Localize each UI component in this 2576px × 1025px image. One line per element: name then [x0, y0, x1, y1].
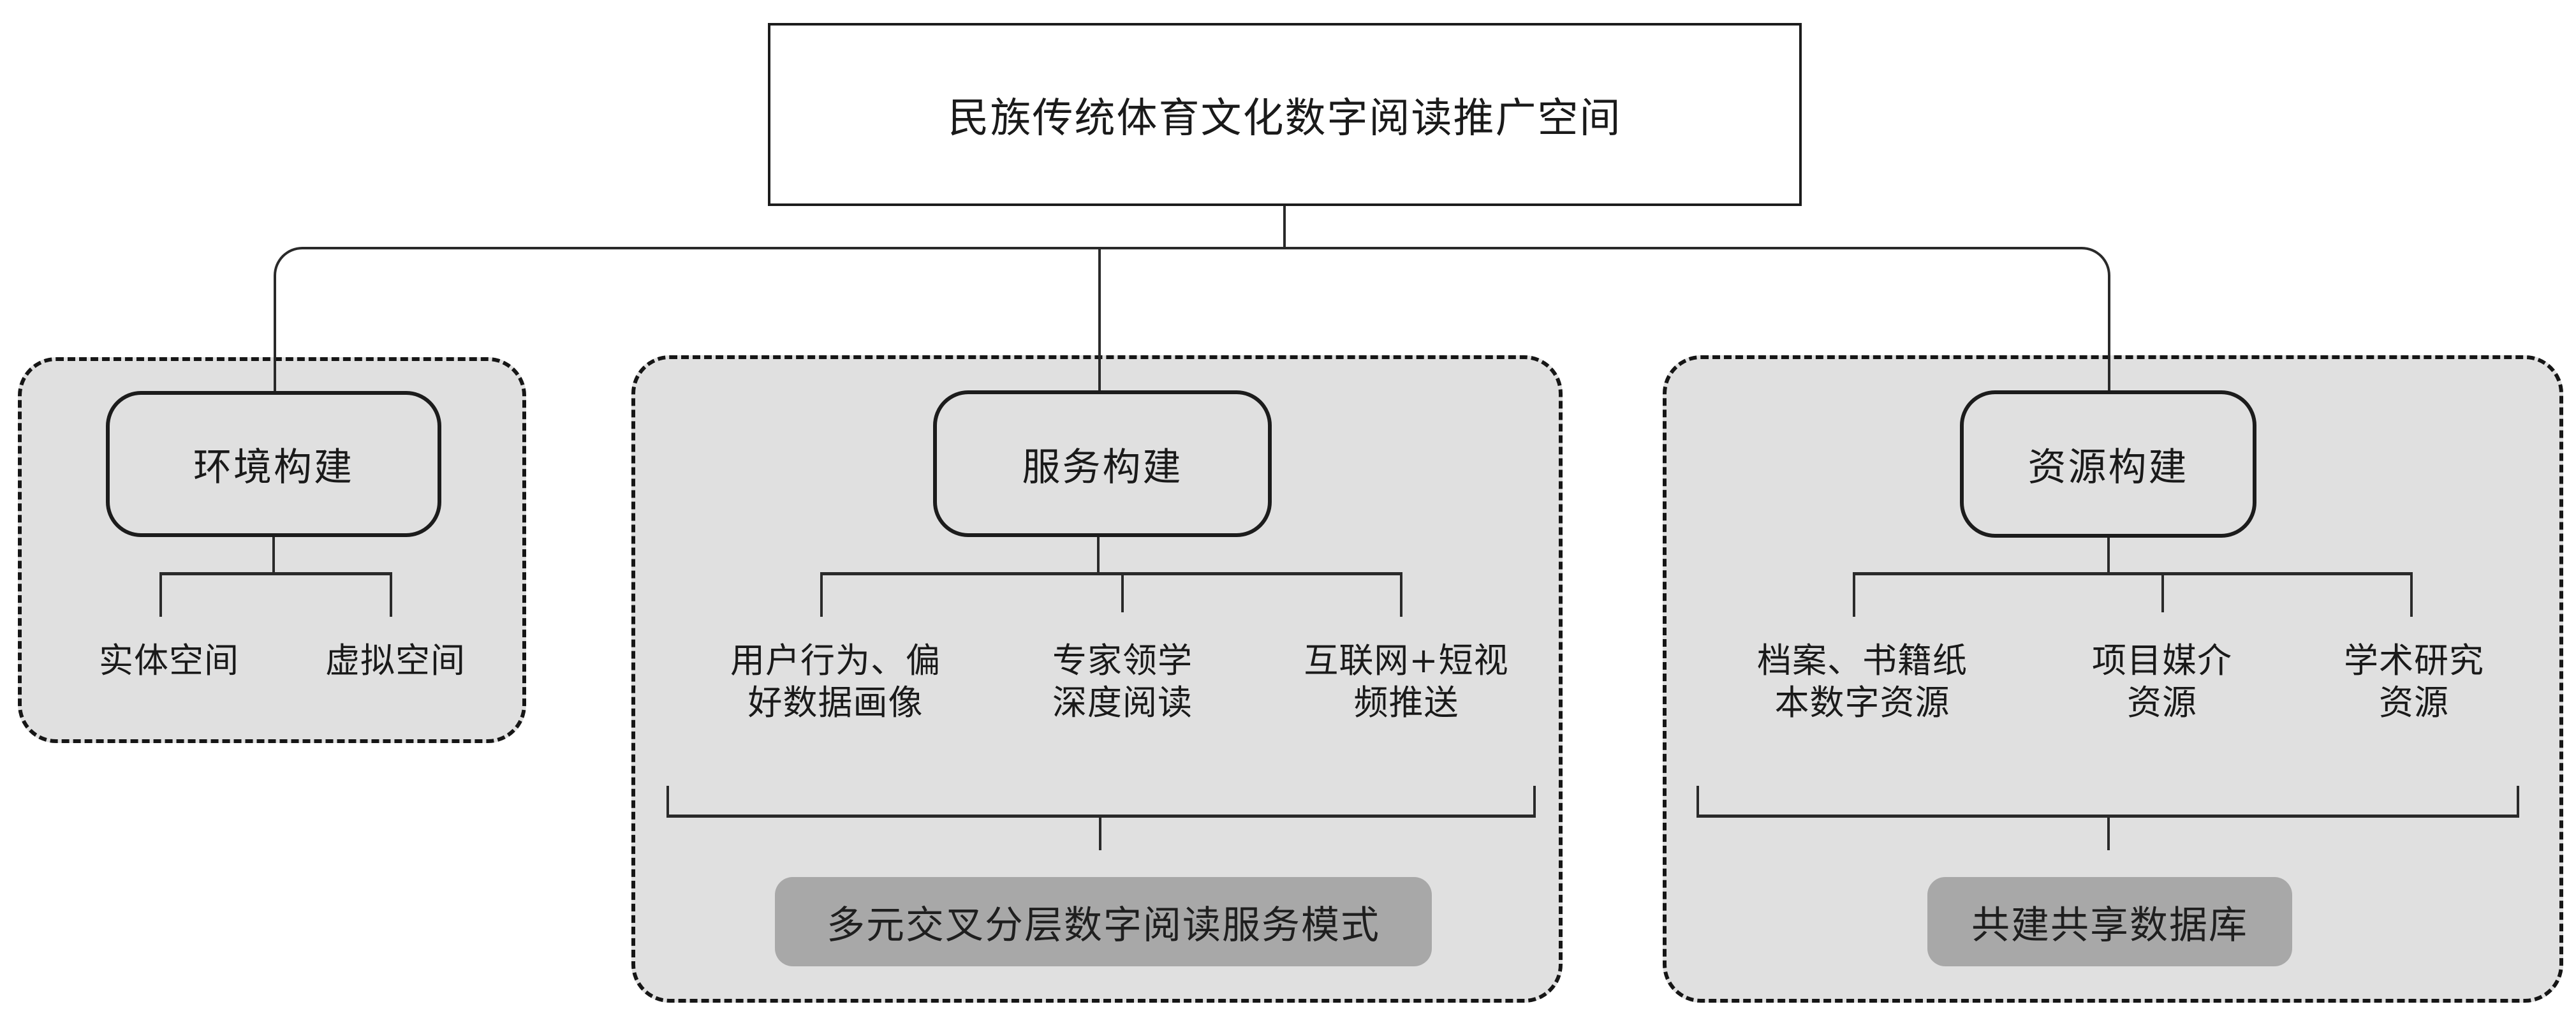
connector-resource-center-drop: [2161, 575, 2164, 612]
root-title-box: 民族传统体育文化数字阅读推广空间: [768, 23, 1802, 206]
leaf-label: 专家领学 深度阅读: [1052, 640, 1193, 723]
leaf-label: 实体空间: [99, 640, 239, 681]
bracket-resource-stem: [2107, 818, 2110, 850]
panel-resource: [1663, 355, 2563, 1003]
summary-label-service: 多元交叉分层数字阅读服务模式: [827, 903, 1380, 948]
leaf-label: 互联网+短视 频推送: [1304, 640, 1509, 723]
bracket-resource: [1696, 786, 2519, 818]
leaf-label: 档案、书籍纸 本数字资源: [1757, 640, 1968, 723]
branch-box-environment: 环境构建: [106, 391, 441, 537]
summary-label-resource: 共建共享数据库: [1971, 903, 2248, 948]
branch-box-service: 服务构建: [933, 390, 1272, 537]
leaf-label: 项目媒介 资源: [2092, 640, 2232, 723]
branch-label-environment: 环境构建: [193, 445, 354, 490]
connector-resource-distributor: [1853, 572, 2413, 617]
branch-label-service: 服务构建: [1022, 445, 1183, 490]
connector-drop-middle: [1098, 247, 1101, 390]
leaf-label: 虚拟空间: [325, 640, 466, 681]
root-title-label: 民族传统体育文化数字阅读推广空间: [948, 94, 1622, 142]
summary-box-service: 多元交叉分层数字阅读服务模式: [775, 877, 1432, 966]
connector-service-stem: [1097, 537, 1100, 572]
panel-environment: [18, 357, 526, 743]
connector-service-distributor: [820, 572, 1402, 617]
bracket-service-stem: [1099, 818, 1101, 850]
connector-environment-distributor: [159, 572, 392, 617]
summary-box-resource: 共建共享数据库: [1927, 877, 2292, 966]
connector-service-center-drop: [1121, 575, 1124, 612]
leaf-label: 学术研究 资源: [2344, 640, 2484, 723]
connector-root-stem: [1283, 206, 1286, 247]
connector-environment-stem: [272, 537, 275, 572]
connector-resource-stem: [2107, 538, 2110, 572]
connector-elbow-left: [274, 247, 1284, 391]
branch-box-resource: 资源构建: [1960, 390, 2256, 538]
branch-label-resource: 资源构建: [2028, 445, 2189, 490]
leaf-label: 用户行为、偏 好数据画像: [730, 640, 941, 723]
bracket-service: [666, 786, 1536, 818]
connector-elbow-right: [1283, 247, 2110, 391]
